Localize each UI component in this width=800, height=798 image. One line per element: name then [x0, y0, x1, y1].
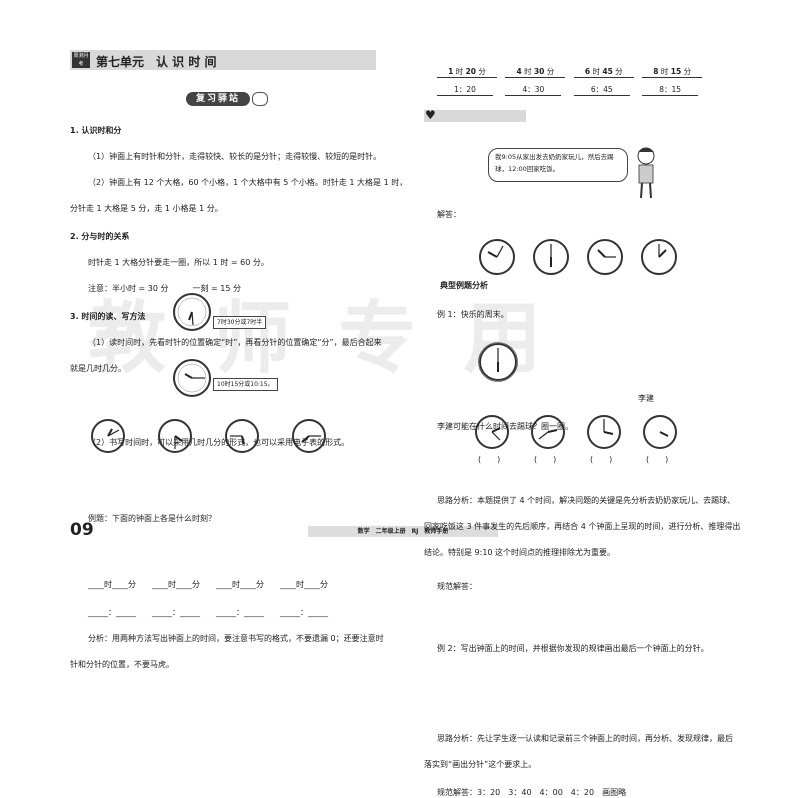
- answer-row-digital: 1：20 4：30 6：45 8：15: [437, 84, 699, 96]
- page-number: 09: [70, 520, 94, 540]
- section-3-line-3: （2）书写时间时，可以采用几时几分的形式，也可以采用电子表的形式。: [88, 438, 350, 447]
- clock-icon: [531, 415, 565, 449]
- answer-blank: ( ): [534, 455, 557, 464]
- example-1-solution-label: 规范解答：: [437, 582, 477, 591]
- clock-icon: [225, 419, 259, 453]
- answer-cell: 1 时 20 分: [437, 66, 497, 78]
- section-1-heading: 1. 认识时和分: [70, 126, 122, 135]
- example-1-analysis-line-1: 思路分析：本题提供了 4 个时间，解决问题的关键是先分析去奶奶家玩儿、去踢球、: [437, 496, 736, 505]
- callout-reading: 7时30分或7时半: [213, 316, 267, 329]
- answer-cell: 6 时 45 分: [573, 66, 634, 78]
- answer-digital: 4：30: [505, 84, 562, 96]
- clock-icon: [292, 419, 326, 453]
- example-1-question: 李建可能在什么时间去踢球？圈一圈。: [437, 422, 573, 431]
- unit-header-bar: [70, 50, 376, 70]
- clock-icon: [479, 239, 515, 275]
- example-1-analysis-line-2: 回家吃饭这 3 件事发生的先后顺序，再结合 4 个钟面上呈现的时间，进行分析、推…: [424, 522, 741, 531]
- answer-cell: 4 时 30 分: [505, 66, 566, 78]
- speech-bubble: 我9:05从家出发去奶奶家玩儿，然后去踢球，12:00回家吃饭。: [488, 148, 628, 182]
- answer-blank: ( ): [590, 455, 613, 464]
- example-2-analysis-line-1: 思路分析：先让学生逐一认读和记录前三个钟面上的时间，再分析、发现规律，最后: [437, 734, 733, 743]
- answer-blank: ( ): [646, 455, 669, 464]
- clock-icon: [173, 293, 211, 331]
- answer-cell: 8 时 15 分: [642, 66, 703, 78]
- example-1-title: 例 1：快乐的周末。: [437, 310, 509, 319]
- clock-icon: [475, 415, 509, 449]
- heart-icon: ♥: [425, 108, 436, 122]
- section-1-line-1: （1）钟面上有时针和分针，走得较快、较长的是分针；走得较慢、较短的是时针。: [88, 152, 382, 161]
- section-2-line-1: 时针走 1 大格分针要走一圈，所以 1 时 = 60 分。: [88, 258, 269, 267]
- character-name: 李建: [638, 394, 654, 403]
- section-title: 典型例题分析: [440, 281, 488, 290]
- answer-digital: 6：45: [573, 84, 630, 96]
- clock-icon: [158, 419, 192, 453]
- section-1-line-2: （2）钟面上有 12 个大格，60 个小格，1 个大格中有 5 个小格。时针走 …: [88, 178, 408, 187]
- clock-icon: [91, 419, 125, 453]
- clock-icon: [587, 415, 621, 449]
- fill-row-digital: _____：_____ _____：_____ _____：_____ ____…: [88, 608, 328, 617]
- analysis-line-1: 分析：用两种方法写出钟面上的时间，要注意书写的格式，不要遗漏 0；还要注意时: [88, 634, 384, 643]
- clock-icon: [478, 342, 518, 382]
- snail-icon: [252, 92, 268, 106]
- example-2-analysis-line-2: 落实到“画出分针”这个要求上。: [424, 760, 537, 769]
- example-2-solution: 规范解答：3：20 3：40 4：00 4：20 画图略: [437, 788, 627, 797]
- example-2-title: 例 2：写出钟面上的时间，并根据你发现的规律画出最后一个钟面上的分针。: [437, 644, 709, 653]
- answer-row-hours: 1 时 20 分 4 时 30 分 6 时 45 分 8 时 15 分: [437, 66, 703, 78]
- clock-icon: [643, 415, 677, 449]
- section-3-heading: 3. 时间的读、写方法: [70, 312, 146, 321]
- clock-icon: [173, 359, 211, 397]
- answer-label: 解答：: [437, 210, 461, 219]
- section-banner: [424, 110, 526, 122]
- callout-writing: 10时15分或10:15。: [213, 378, 278, 391]
- section-1-line-3: 分针走 1 大格是 5 分，走 1 小格是 1 分。: [70, 204, 223, 213]
- answer-digital: 1：20: [437, 84, 493, 96]
- clock-icon: [533, 239, 569, 275]
- clock-icon: [587, 239, 623, 275]
- answer-blank: ( ): [478, 455, 501, 464]
- section-2-line-2: 注意：半小时 = 30 分 一刻 = 15 分: [88, 284, 242, 293]
- example-1-analysis-line-3: 结论。特别是 9:10 这个时间点的推理排除尤为重要。: [424, 548, 616, 557]
- answer-digital: 8：15: [642, 84, 699, 96]
- watermark: 教 师 专 用: [88, 293, 552, 384]
- review-banner: 复习驿站: [186, 92, 250, 106]
- unit-badge: 周测月考: [72, 52, 90, 68]
- boy-icon: [637, 147, 655, 199]
- section-2-heading: 2. 分与时的关系: [70, 232, 130, 241]
- example-label: 例题：下面的钟面上各是什么时刻？: [88, 514, 216, 523]
- section-3-line-2: 就是几时几分。: [70, 364, 126, 373]
- unit-title: 第七单元 认 识 时 间: [96, 55, 217, 69]
- clock-icon: [641, 239, 677, 275]
- section-3-line-1: （1）读时间时，先看时针的位置确定“时”，再看分针的位置确定“分”，最后合起来: [88, 338, 382, 347]
- footer-label: 数学 二年级上册 RJ 教师手册: [308, 526, 498, 537]
- analysis-line-2: 针和分针的位置，不要马虎。: [70, 660, 174, 669]
